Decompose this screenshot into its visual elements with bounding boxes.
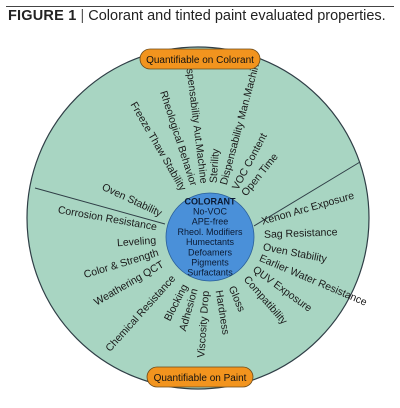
paint-property: Sag Resistance [264, 226, 338, 241]
center-line: APE-free [192, 217, 229, 227]
center-line: Defoamers [188, 247, 233, 257]
center-colorant-circle [165, 192, 255, 282]
center-line: Surfactants [187, 268, 233, 278]
caption-text: Colorant and tinted paint evaluated prop… [88, 8, 386, 24]
section-dividers [34, 161, 361, 227]
paint-property: Leveling [117, 235, 157, 250]
top-capsule-label: Quantifiable on Colorant [146, 55, 254, 66]
left-divider [34, 187, 166, 225]
colorant-property: Sterility [208, 148, 222, 184]
center-line: Humectants [186, 237, 235, 247]
center-line: COLORANT [185, 196, 236, 206]
top-rule [6, 6, 394, 7]
center-line: Pigments [191, 258, 229, 268]
right-divider [253, 161, 361, 227]
center-line: No-VOC [193, 207, 228, 217]
figure-label: FIGURE 1 [8, 8, 77, 24]
center-line: Rheol. Modifiers [177, 227, 243, 237]
caption-separator: | [80, 8, 85, 24]
top-capsule [139, 48, 261, 70]
figure-caption: FIGURE 1|Colorant and tinted paint evalu… [8, 8, 392, 30]
paint-property: Viscosity Drop [195, 290, 212, 358]
bottom-capsule [146, 366, 254, 388]
bottom-capsule-label: Quantifiable on Paint [154, 373, 247, 384]
